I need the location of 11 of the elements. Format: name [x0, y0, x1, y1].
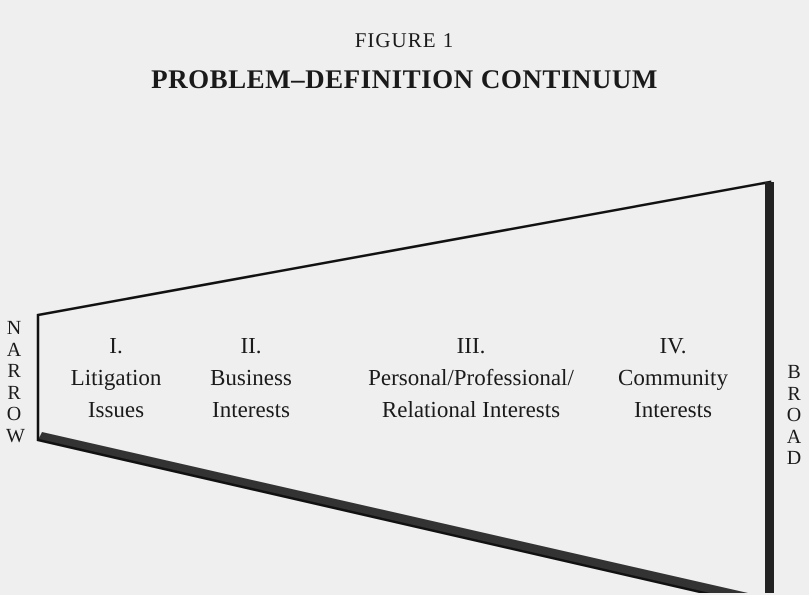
figure-title: PROBLEM–DEFINITION CONTINUUM	[150, 64, 659, 95]
roman-numeral: II.	[239, 332, 263, 360]
end-label: BROAD	[786, 362, 802, 470]
roman-numeral: IV.	[658, 332, 688, 360]
roman-numeral: III.	[456, 332, 486, 360]
section-label: Community Interests	[617, 364, 729, 424]
section-label: Litigation Issues	[70, 364, 162, 424]
section-label: Business Interests	[209, 364, 293, 424]
roman-numeral: I.	[108, 332, 124, 360]
section-label: Personal/Professional/ Relational Interests	[367, 364, 575, 424]
figure-number: FIGURE 1	[354, 28, 456, 53]
